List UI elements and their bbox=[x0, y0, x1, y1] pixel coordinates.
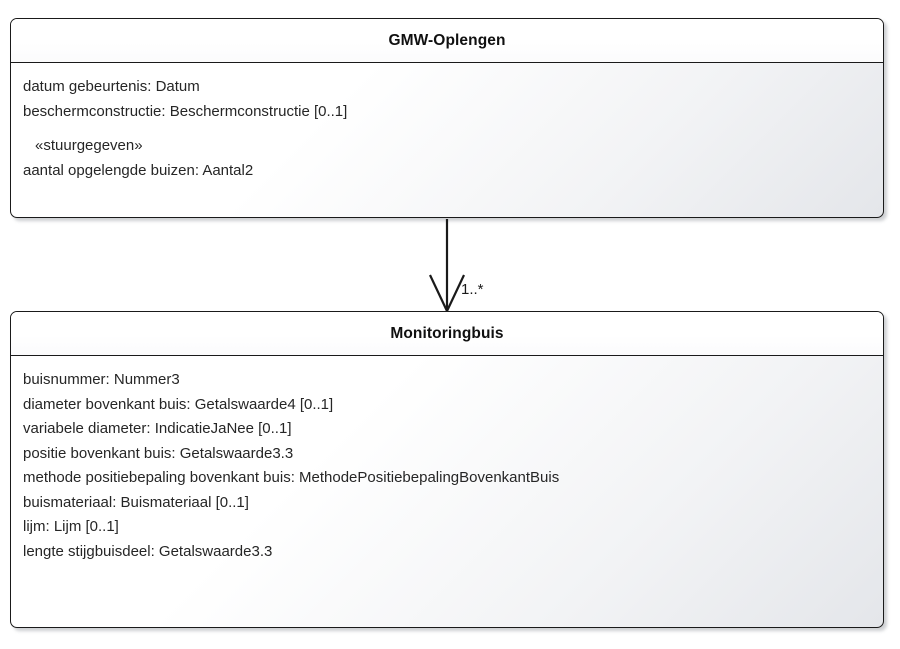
uml-attribute: aantal opgelengde buizen: Aantal2 bbox=[23, 161, 254, 179]
uml-attribute: buismateriaal: Buismateriaal [0..1] bbox=[23, 493, 249, 511]
uml-class-monitoringbuis[interactable]: Monitoringbuis buisnummer: Nummer3 diame… bbox=[10, 311, 884, 628]
multiplicity-label-target: 1..* bbox=[461, 281, 484, 298]
uml-attribute: datum gebeurtenis: Datum bbox=[23, 78, 200, 95]
uml-attribute: variabele diameter: IndicatieJaNee [0..1… bbox=[23, 420, 292, 437]
uml-attribute: buisnummer: Nummer3 bbox=[23, 371, 180, 388]
arrowhead-icon bbox=[429, 274, 465, 314]
uml-attribute: positie bovenkant buis: Getalswaarde3.3 bbox=[23, 444, 294, 462]
uml-class-gmw-oplengen[interactable]: GMW-Oplengen datum gebeurtenis: Datum be… bbox=[10, 18, 884, 218]
uml-attribute: methode positiebepaling bovenkant buis: … bbox=[23, 469, 560, 486]
uml-attribute-list-monitoringbuis: buisnummer: Nummer3 diameter bovenkant b… bbox=[11, 356, 883, 574]
uml-attribute: beschermconstructie: Beschermconstructie… bbox=[23, 102, 348, 120]
uml-attribute: diameter bovenkant buis: Getalswaarde4 [… bbox=[23, 395, 334, 413]
uml-stereotype: «stuurgegeven» bbox=[35, 137, 143, 154]
uml-attribute-list-gmw-oplengen: datum gebeurtenis: Datum beschermconstru… bbox=[11, 63, 883, 193]
uml-class-title-gmw-oplengen: GMW-Oplengen bbox=[11, 19, 883, 63]
uml-attribute: lengte stijgbuisdeel: Getalswaarde3.3 bbox=[23, 542, 273, 560]
uml-class-title-monitoringbuis: Monitoringbuis bbox=[11, 312, 883, 356]
uml-attribute: lijm: Lijm [0..1] bbox=[23, 518, 119, 535]
